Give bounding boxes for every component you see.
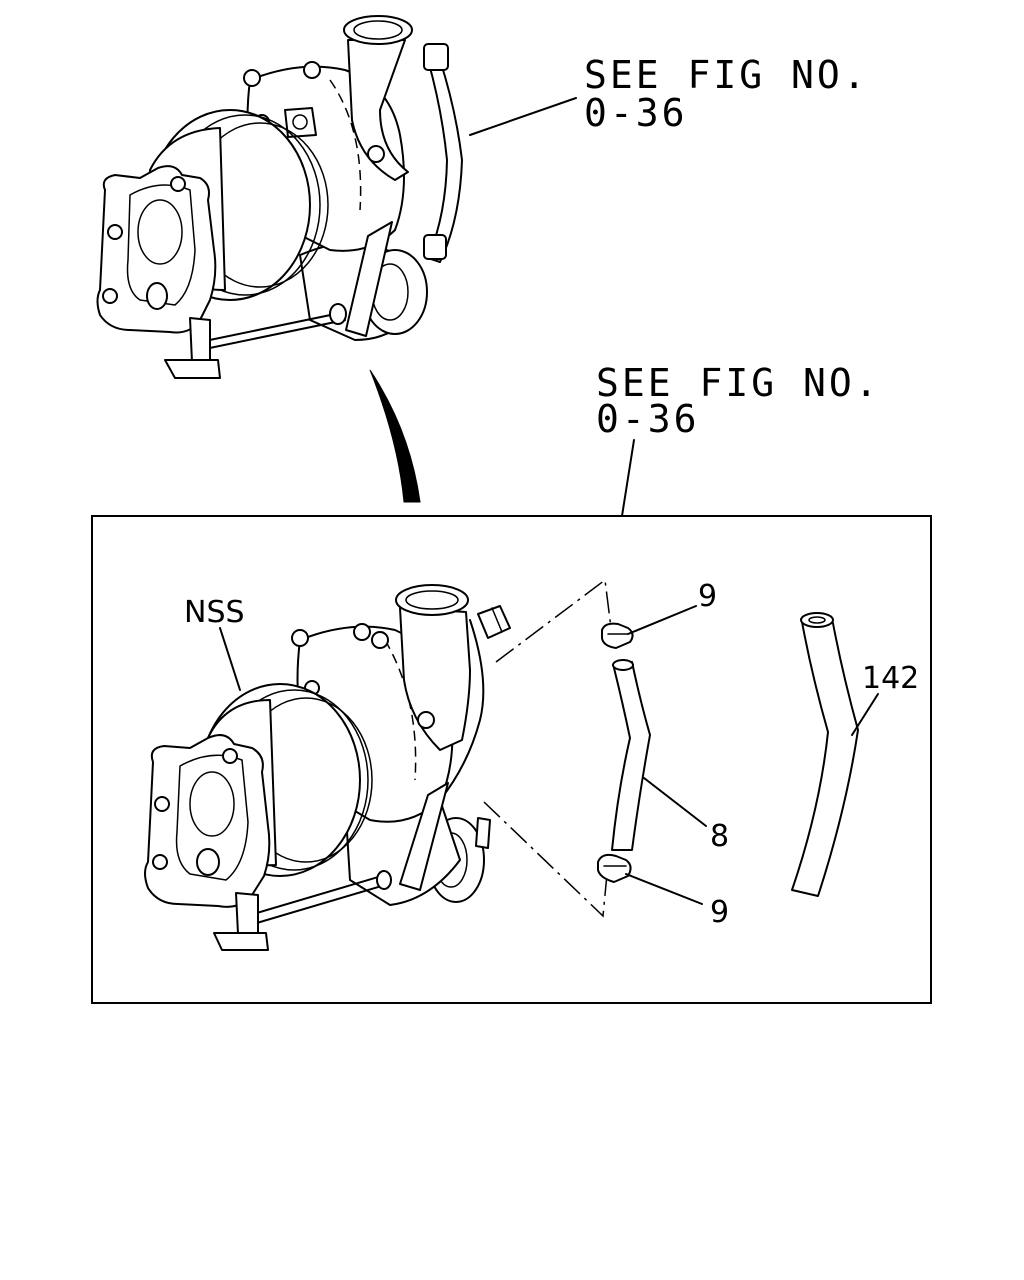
detail-frame: [91, 515, 932, 1004]
hose-8-number: 8: [710, 819, 729, 854]
lower-see-fig-callout: SEE FIG NO. 0-36: [596, 361, 881, 517]
hose-8-leader: [643, 777, 707, 827]
lower-fig-number: 0-36: [596, 397, 700, 441]
detail-turbocharger: [144, 584, 511, 951]
hose-142-leader: [851, 693, 879, 736]
hose-142-number: 142: [862, 661, 919, 696]
upper-turbocharger-assembly: [96, 15, 463, 379]
upper-phantom-line: [495, 578, 612, 663]
lower-see-fig-text: SEE FIG NO.: [596, 361, 881, 405]
hose-8: [611, 659, 651, 851]
clip-bottom-leader: [625, 873, 703, 905]
detail-arrow: [369, 369, 421, 503]
upper-leader-line: [469, 97, 577, 136]
lower-leader-line: [621, 439, 635, 517]
nss-callout: NSS: [184, 595, 245, 691]
clip-top-number: 9: [698, 579, 717, 614]
upper-fig-number: 0-36: [584, 91, 688, 135]
upper-see-fig-text: SEE FIG NO.: [584, 53, 869, 97]
hose-clip-bottom: [597, 853, 632, 883]
hose-clip-top: [601, 622, 634, 649]
clip-bottom-number: 9: [710, 895, 729, 930]
nss-leader: [219, 627, 241, 691]
lower-phantom-line: [483, 801, 608, 918]
upper-see-fig-callout: SEE FIG NO. 0-36: [469, 53, 869, 136]
nss-label: NSS: [184, 595, 245, 630]
hose-142: [791, 612, 859, 897]
clip-top-leader: [627, 605, 697, 635]
